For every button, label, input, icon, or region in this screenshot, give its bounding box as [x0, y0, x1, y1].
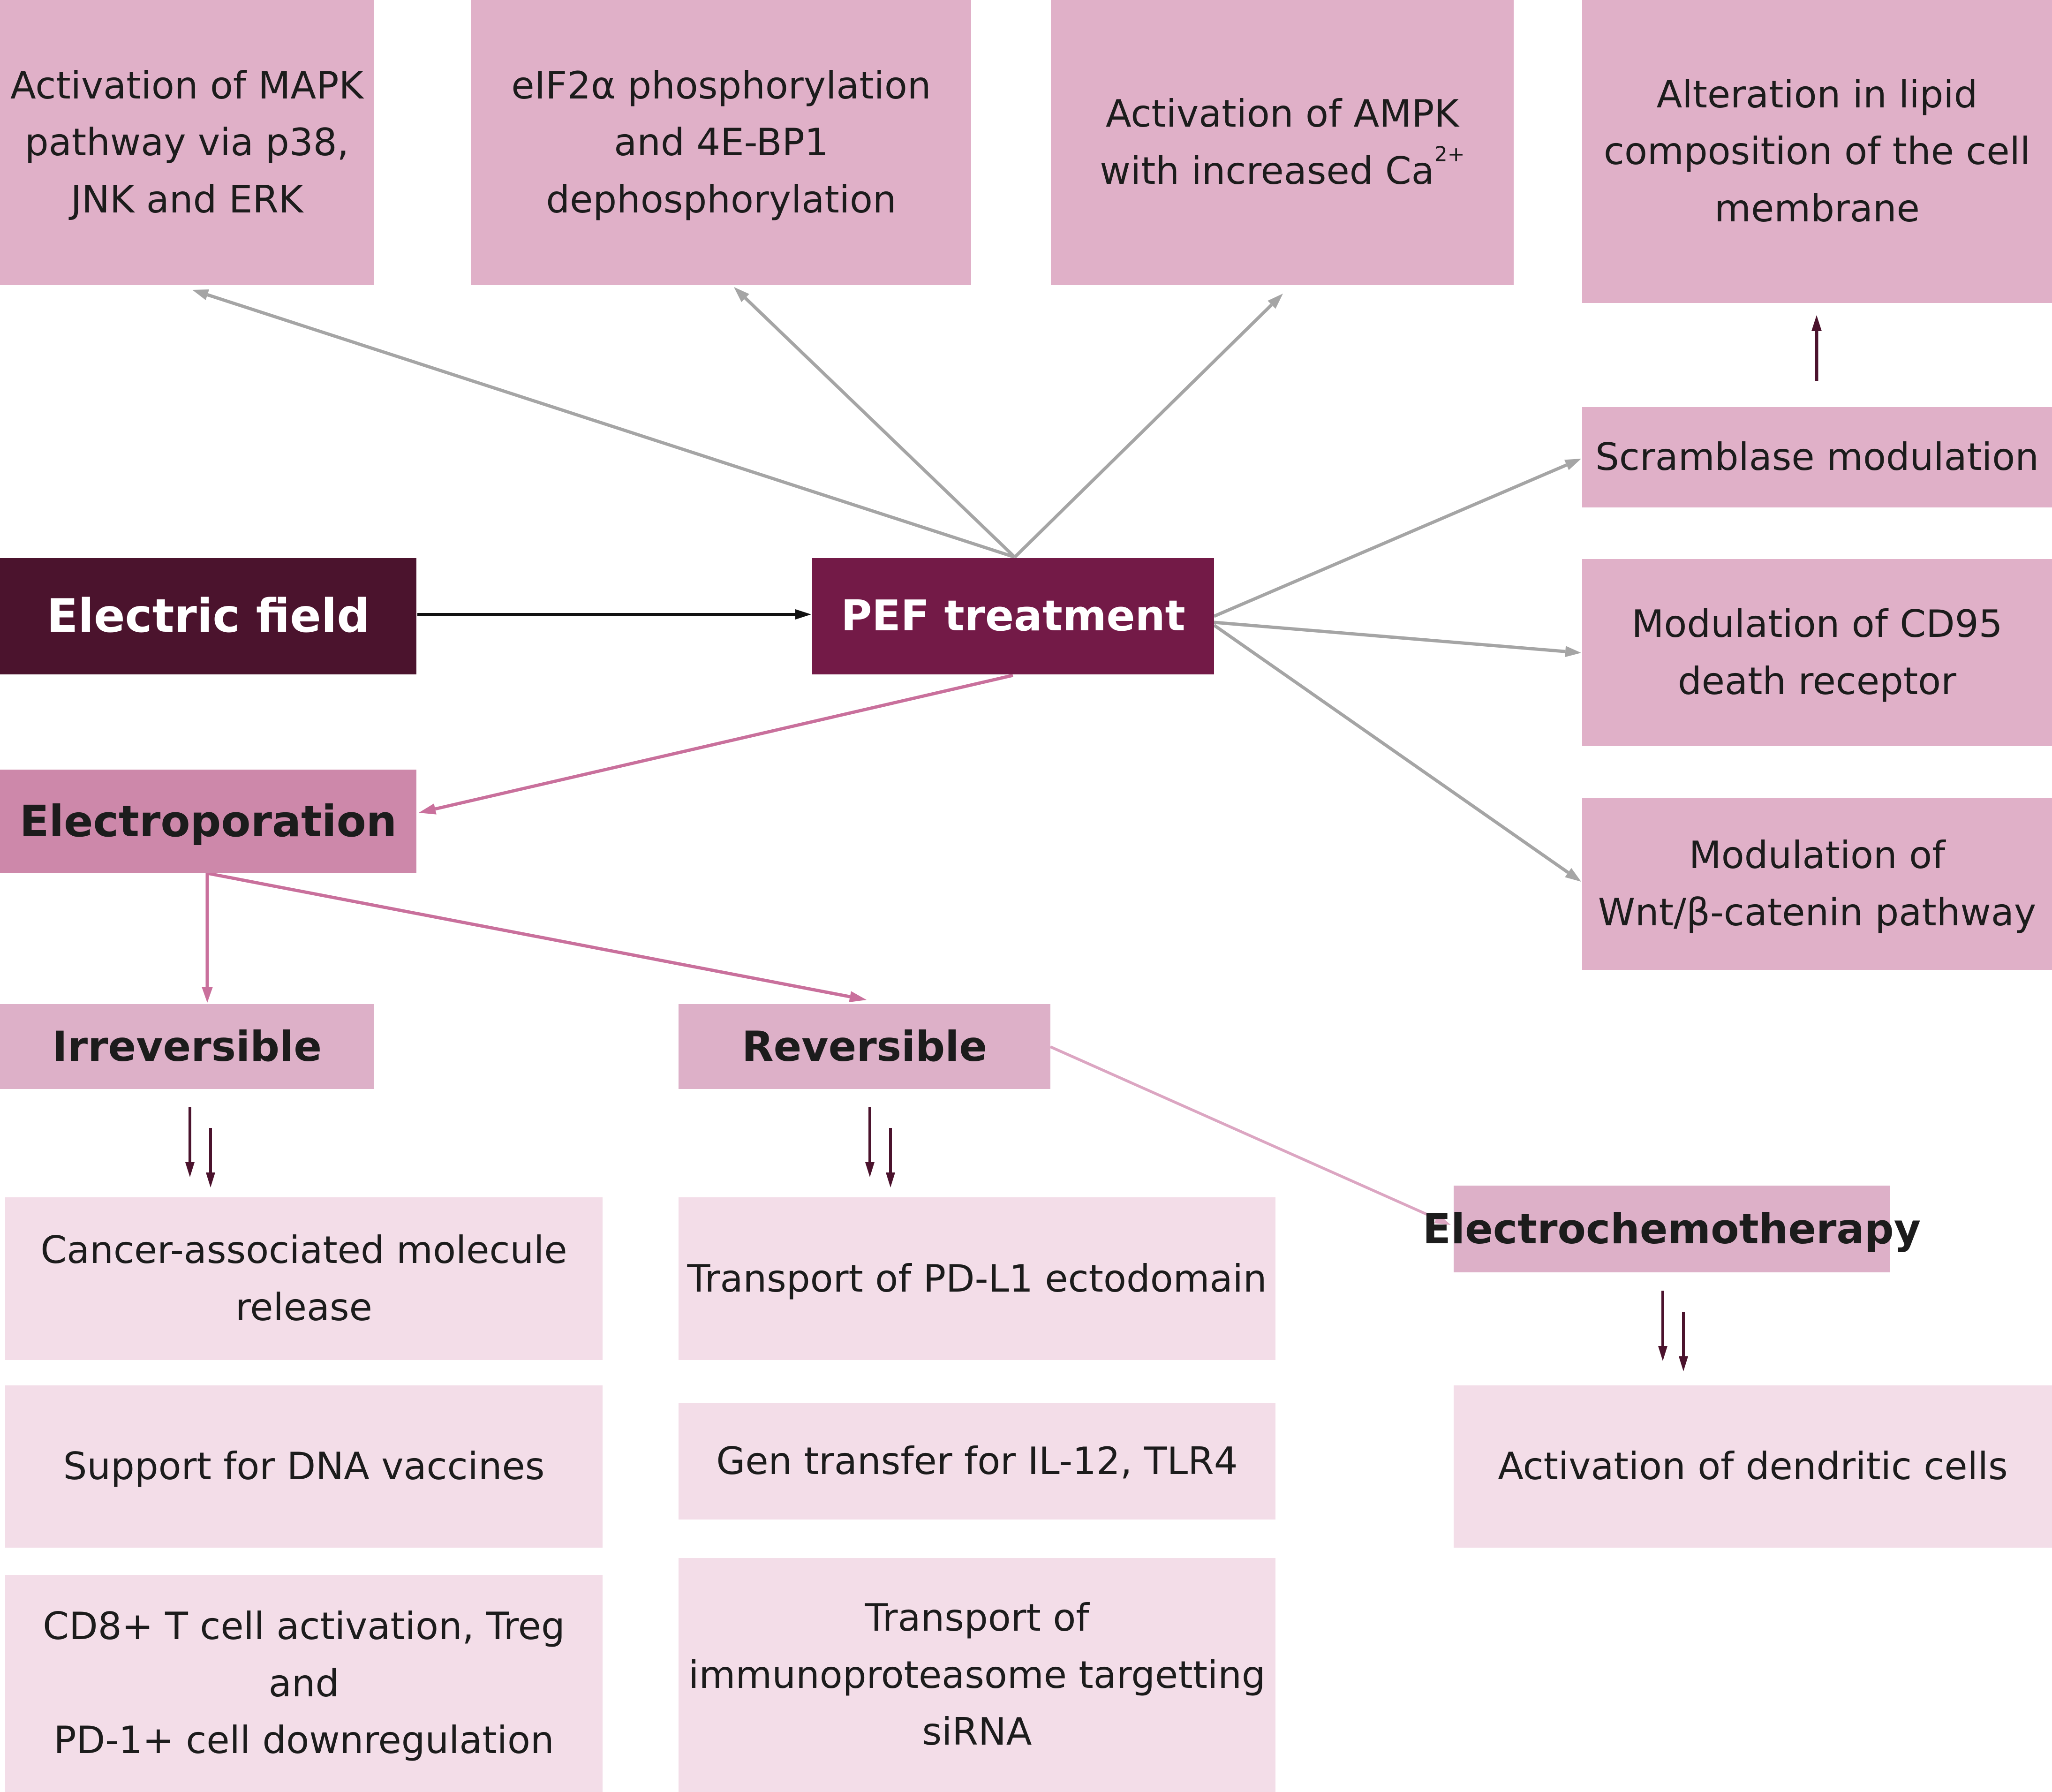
- edge-scramblase-to-lipid-arrowhead: [1811, 315, 1822, 331]
- edge-pef-to-eif2-line: [744, 297, 1016, 559]
- mapk-line-1: Activation of MAPK: [10, 63, 363, 107]
- node-cd95-modulation: Modulation of CD95 death receptor: [1582, 559, 2052, 746]
- lipid-line-1: Alteration in lipid: [1656, 72, 1978, 116]
- edge-ecm-to-dendritic-b-arrowhead: [1679, 1356, 1688, 1371]
- immunoproteasome-line-1: Transport of: [865, 1596, 1089, 1640]
- wnt-line-2: Wnt/β-catenin pathway: [1598, 891, 2037, 934]
- node-irreversible: Irreversible: [0, 1004, 374, 1089]
- node-gen-transfer: Gen transfer for IL-12, TLR4: [679, 1403, 1275, 1520]
- node-immunoproteasome-sirna: Transport of immunoproteasome targetting…: [679, 1558, 1275, 1792]
- node-cancer-molecule-release: Cancer-associated molecule release: [5, 1197, 603, 1360]
- edge-pef-to-mapk-arrowhead: [192, 289, 210, 300]
- node-electroporation: Electroporation: [0, 770, 416, 873]
- cd95-line-1: Modulation of CD95: [1631, 602, 2003, 646]
- irreversible-label: Irreversible: [52, 1022, 322, 1071]
- node-scramblase-modulation: Scramblase modulation: [1582, 407, 2052, 507]
- edge-pef-to-wnt-arrowhead: [1565, 868, 1581, 882]
- cd95-line-2: death receptor: [1677, 659, 1957, 703]
- cancer-molecule-line-1: Cancer-associated molecule: [40, 1228, 567, 1272]
- cd8-line-1: CD8+ T cell activation, Treg and: [43, 1604, 565, 1705]
- ampk-line-2: with increased Ca2+: [1100, 143, 1464, 200]
- calcium-charge-superscript: 2+: [1434, 142, 1465, 166]
- node-dendritic-activation: Activation of dendritic cells: [1454, 1385, 2052, 1548]
- electric-field-label: Electric field: [46, 589, 370, 643]
- edge-pef-to-scramblase-arrowhead: [1564, 459, 1581, 470]
- immunoproteasome-line-2: immunoproteasome targetting: [688, 1653, 1266, 1697]
- dna-vaccines-label: Support for DNA vaccines: [63, 1444, 545, 1489]
- scramblase-label: Scramblase modulation: [1595, 435, 2039, 479]
- eif2-line-1: eIF2α phosphorylation: [511, 63, 931, 107]
- gen-transfer-label: Gen transfer for IL-12, TLR4: [716, 1439, 1238, 1483]
- node-electrochemotherapy: Electrochemotherapy: [1423, 1186, 1921, 1272]
- edge-field-to-pef-arrowhead: [795, 609, 811, 620]
- cd8-line-2: PD-1+ cell downregulation: [53, 1718, 554, 1762]
- edge-ecm-to-dendritic-a-arrowhead: [1658, 1346, 1667, 1361]
- eif2-line-2: and 4E-BP1: [614, 121, 829, 165]
- immunoproteasome-line-3: siRNA: [922, 1710, 1032, 1754]
- wnt-line-1: Modulation of: [1689, 833, 1946, 877]
- edge-pef-to-wnt-line: [1213, 624, 1569, 874]
- edge-pef-to-electroporation-arrowhead: [419, 803, 437, 815]
- electroporation-label: Electroporation: [19, 796, 397, 847]
- edge-reversible-to-ecm-line: [1049, 1045, 1437, 1220]
- edge-reversible-to-outcomes-a-arrowhead: [865, 1162, 875, 1177]
- cancer-molecule-line-2: release: [235, 1285, 372, 1329]
- edge-pef-to-cd95-line: [1214, 620, 1566, 653]
- reversible-label: Reversible: [741, 1022, 988, 1071]
- edge-pef-to-electroporation-line: [435, 673, 1013, 811]
- electrochemotherapy-label: Electrochemotherapy: [1422, 1204, 1921, 1253]
- node-ampk-activation: Activation of AMPK with increased Ca2+: [1051, 0, 1514, 285]
- pef-treatment-label: PEF treatment: [841, 591, 1185, 641]
- edge-reversible-to-ecm-arrowhead: [1434, 1214, 1451, 1225]
- node-pdl1-transport: Transport of PD-L1 ectodomain: [679, 1197, 1275, 1360]
- node-reversible: Reversible: [679, 1004, 1050, 1089]
- edge-irreversible-to-outcomes-a-arrowhead: [185, 1162, 195, 1177]
- mapk-line-3: JNK and ERK: [70, 177, 303, 221]
- node-pef-treatment: PEF treatment: [812, 558, 1214, 674]
- edge-pef-to-ampk-line: [1013, 303, 1273, 559]
- node-lipid-alteration: Alteration in lipid composition of the c…: [1582, 0, 2052, 303]
- edge-pef-to-scramblase-line: [1213, 463, 1568, 618]
- edge-irreversible-to-outcomes-b-arrowhead: [206, 1172, 215, 1187]
- edge-reversible-to-outcomes-b-arrowhead: [886, 1172, 895, 1187]
- edge-pef-to-eif2-arrowhead: [734, 287, 749, 302]
- node-cd8-activation: CD8+ T cell activation, Treg and PD-1+ c…: [5, 1575, 603, 1792]
- lipid-line-3: membrane: [1714, 186, 1920, 230]
- edge-pef-to-ampk-arrowhead: [1267, 294, 1283, 309]
- edge-electroporation-to-irreversible-arrowhead: [202, 987, 213, 1003]
- edge-electroporation-to-reversible-arrowhead: [849, 991, 867, 1002]
- dendritic-label: Activation of dendritic cells: [1498, 1444, 2008, 1489]
- edge-pef-to-mapk-line: [207, 293, 1016, 559]
- ampk-line-1: Activation of AMPK: [1106, 92, 1459, 136]
- node-dna-vaccines-support: Support for DNA vaccines: [5, 1385, 603, 1548]
- node-mapk-activation: Activation of MAPK pathway via p38, JNK …: [0, 0, 374, 285]
- mapk-line-2: pathway via p38,: [24, 121, 349, 165]
- node-eif2-phosphorylation: eIF2α phosphorylation and 4E-BP1 dephosp…: [471, 0, 971, 285]
- lipid-line-2: composition of the cell: [1603, 129, 2031, 174]
- node-electric-field: Electric field: [0, 558, 416, 674]
- edge-pef-to-cd95-arrowhead: [1565, 646, 1581, 658]
- pdl1-label: Transport of PD-L1 ectodomain: [687, 1256, 1267, 1301]
- edge-electroporation-to-reversible-line: [207, 871, 851, 998]
- eif2-line-3: dephosphorylation: [546, 177, 897, 221]
- ampk-line-2-text: with increased Ca: [1100, 149, 1434, 193]
- node-wnt-modulation: Modulation of Wnt/β-catenin pathway: [1582, 798, 2052, 970]
